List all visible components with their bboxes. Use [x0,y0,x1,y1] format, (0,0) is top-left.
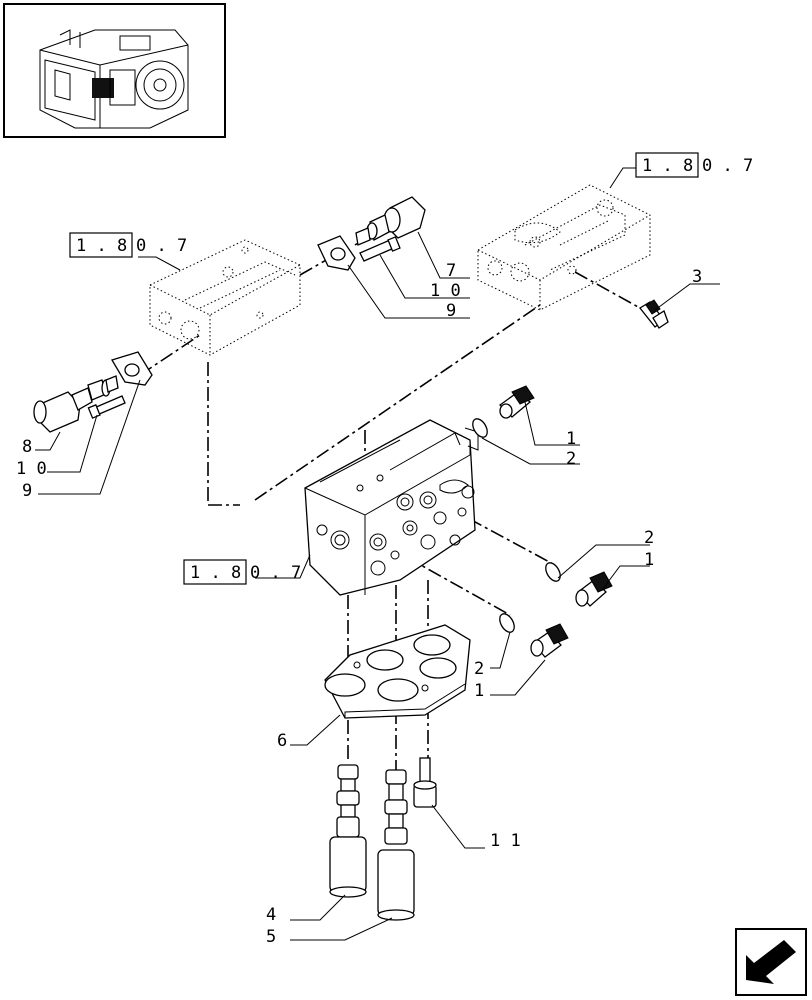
reference-label-top-right[interactable]: 1 . 8 0 . 7 [609,152,753,189]
svg-text:0 . 7: 0 . 7 [702,156,753,176]
svg-text:1 . 8: 1 . 8 [190,563,241,583]
callout-1-lower: 1 [474,681,484,701]
callout-9-upper: 9 [446,301,456,321]
callout-10-upper: 1 0 [430,281,461,301]
valve-block-ghost-right [477,184,651,311]
callout-9-left: 9 [22,481,32,501]
callout-1-middle: 1 [644,550,654,570]
callout-8: 8 [22,437,32,457]
sensor-lower[interactable] [530,623,569,658]
gasket-upper[interactable] [317,235,356,271]
svg-text:0 . 7: 0 . 7 [136,236,187,256]
o-ring-lower[interactable] [497,611,517,634]
spool-valve-4[interactable] [329,764,367,898]
gasket-left[interactable] [111,351,153,386]
solenoid-left[interactable] [33,375,119,433]
reference-label-top-left[interactable]: 1 . 8 0 . 7 [69,232,187,271]
svg-text:1 . 8: 1 . 8 [642,156,693,176]
spool-valve-5[interactable] [377,769,415,921]
valve-block-ghost-left [149,239,301,356]
reference-label-main[interactable]: 1 . 8 0 . 7 [183,554,311,585]
o-ring-middle[interactable] [543,560,563,583]
callout-6: 6 [277,731,287,751]
svg-text:0 . 7: 0 . 7 [250,563,301,583]
callout-1-upper: 1 [566,429,576,449]
valve-block-main [304,419,479,596]
callout-10-left: 1 0 [16,459,47,479]
callout-5: 5 [266,927,276,947]
sensor-upper[interactable] [499,385,535,419]
screw-upper[interactable] [359,236,401,262]
callout-4: 4 [266,905,276,925]
svg-text:1 . 8: 1 . 8 [76,236,127,256]
leader-lines [35,231,720,941]
callout-2-lower: 2 [474,659,484,679]
gearbox-housing-thumbnail-icon[interactable] [3,3,226,138]
solenoid-upper[interactable] [355,196,426,246]
o-ring-upper[interactable] [470,416,490,439]
callout-2-upper: 2 [566,449,576,469]
callout-7: 7 [446,261,456,281]
bolt-11[interactable] [413,757,437,808]
sensor-3[interactable] [639,299,669,329]
gasket-plate[interactable] [324,624,471,719]
sensor-middle[interactable] [575,571,613,607]
callout-11: 1 1 [490,831,521,851]
next-page-arrow-icon[interactable] [735,928,807,996]
callout-3: 3 [692,267,702,287]
screw-left[interactable] [87,395,126,419]
callout-2-middle: 2 [644,528,654,548]
callout-labels: 7 1 0 9 3 1 2 8 1 0 9 2 1 2 1 6 1 1 4 5 [16,261,702,947]
